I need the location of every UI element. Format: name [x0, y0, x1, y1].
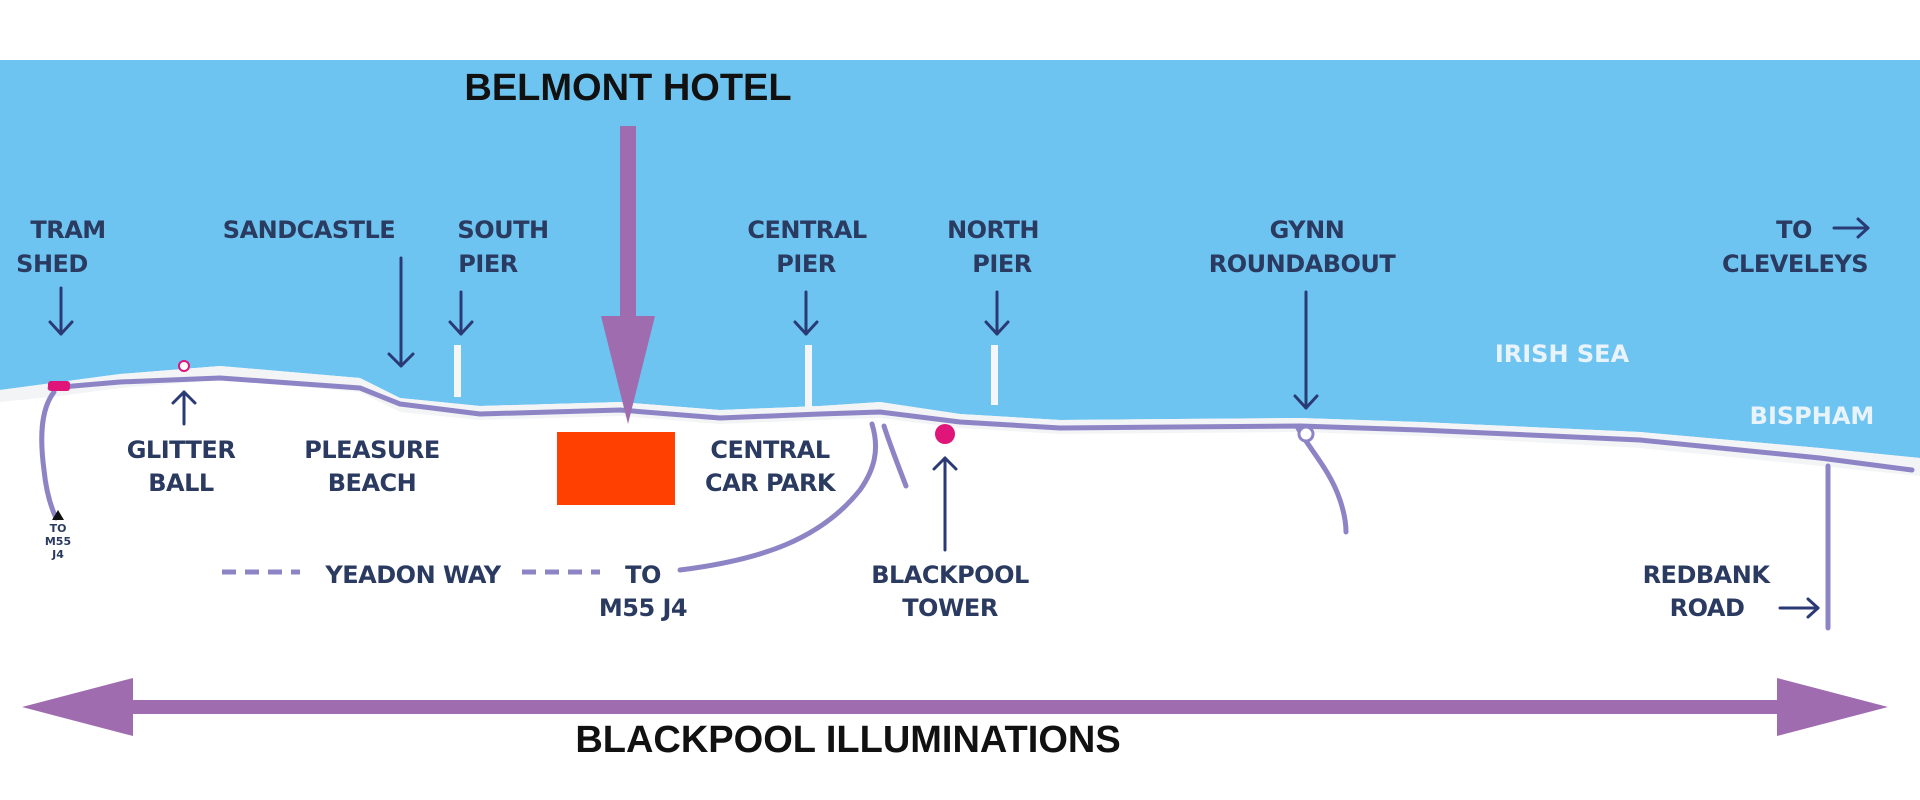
hotel-pointer-head: [601, 316, 655, 424]
glitter-ball-marker: [178, 360, 190, 372]
belmont-hotel-marker: [557, 432, 675, 505]
tram-shed-marker: [48, 381, 70, 391]
south-pier: [454, 345, 461, 397]
gynn-roundabout-marker: [1297, 425, 1315, 443]
tram-shed-road: [39, 389, 59, 521]
sandcastle-arrow: [387, 256, 415, 368]
bispham-label: BISPHAM: [1750, 402, 1875, 430]
gynn-roundabout-arrow: [1293, 290, 1319, 410]
tram-shed-arrow: [48, 286, 74, 336]
illuminations-label: BLACKPOOL ILLUMINATIONS: [575, 719, 1120, 761]
south-pier-arrow: [448, 290, 474, 336]
redbank-road-arrow: [1778, 597, 1820, 619]
belmont-hotel-title: BELMONT HOTEL: [464, 67, 791, 109]
tower-side-road: [881, 423, 909, 489]
hotel-pointer-shaft: [620, 126, 636, 322]
yeadon-way-label: YEADON WAY: [324, 561, 501, 589]
link-road: [677, 421, 879, 573]
tram-road-small-arrow: [52, 510, 64, 520]
promenade-road: [47, 375, 1915, 473]
illuminations-arrow-shaft: [120, 700, 1800, 714]
illuminations-arrow-right-head: [1777, 678, 1888, 736]
illuminations-arrow-left-head: [22, 678, 133, 736]
irish-sea-area: [0, 60, 1920, 458]
north-pier-arrow: [984, 290, 1010, 336]
north-pier: [991, 345, 998, 405]
central-pier: [805, 345, 812, 407]
blackpool-tower-marker: [935, 424, 955, 444]
cleveleys-arrow: [1832, 217, 1870, 239]
gynn-road: [1295, 425, 1349, 535]
blackpool-tower-arrow: [932, 456, 958, 552]
glitter-ball-arrow: [171, 390, 197, 426]
irish-sea-label: IRISH SEA: [1495, 340, 1630, 368]
sandcastle-label: SANDCASTLE: [223, 216, 395, 244]
central-pier-arrow: [793, 290, 819, 336]
